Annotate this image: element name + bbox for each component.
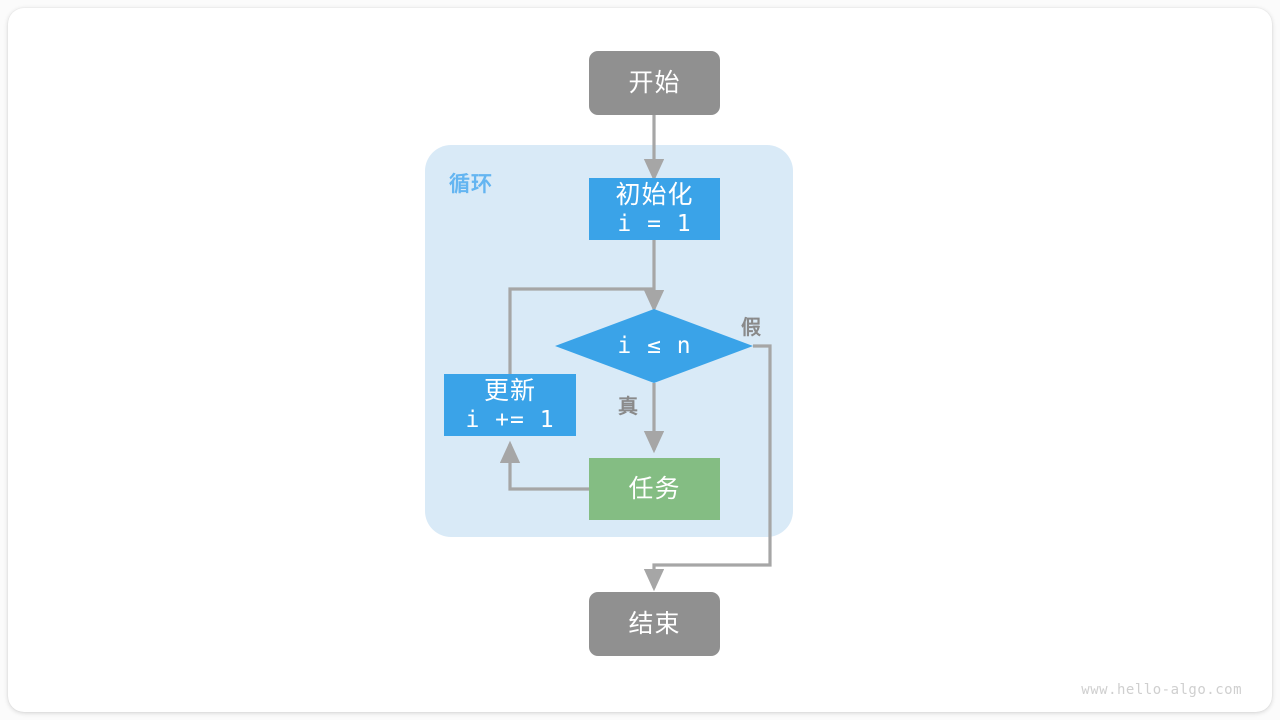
watermark: www.hello-algo.com (1081, 682, 1242, 698)
node-task[interactable] (589, 458, 720, 520)
node-start[interactable] (589, 51, 720, 115)
edge-cond-to-end (643, 344, 772, 592)
edge-update-to-cond (508, 287, 654, 374)
node-end[interactable] (589, 592, 720, 656)
edge-task-to-update (499, 440, 589, 491)
node-condition[interactable] (555, 309, 753, 383)
loop-container-label: 循环 (449, 173, 493, 196)
node-init[interactable] (589, 178, 720, 240)
node-update[interactable] (444, 374, 576, 436)
